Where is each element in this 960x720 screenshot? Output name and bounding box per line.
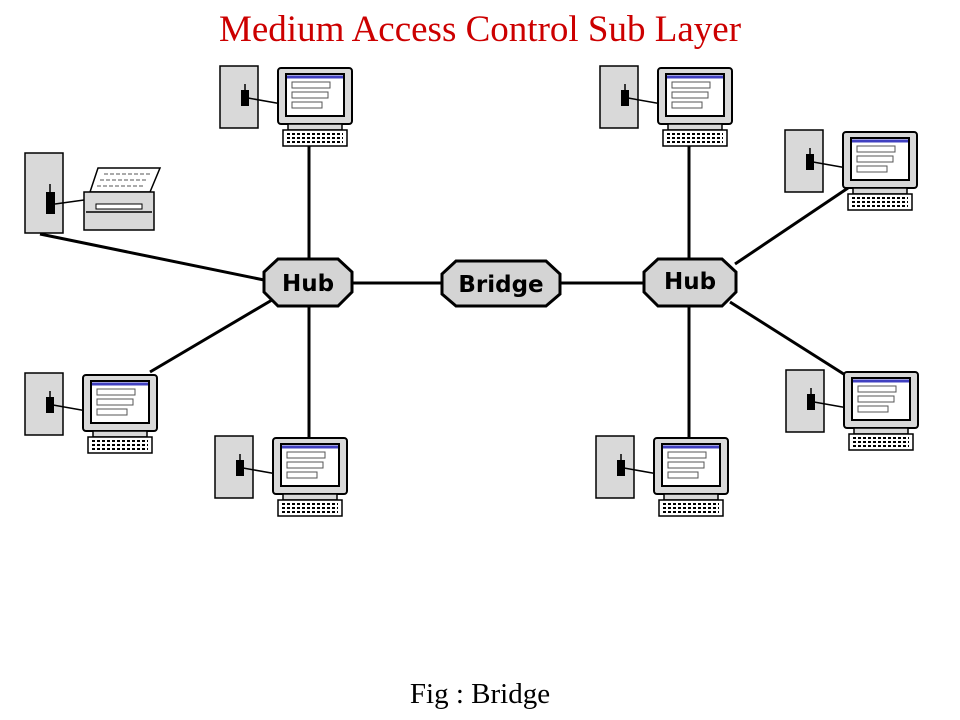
bridge-label: Bridge: [458, 272, 543, 298]
link-hub-right-upper-right: [734, 186, 849, 266]
hub-left-label: Hub: [282, 271, 334, 297]
hub-left-node: Hub: [262, 257, 354, 308]
slide-title: Medium Access Control Sub Layer: [218, 9, 742, 50]
link-hub-right-lower-right: [729, 300, 851, 380]
computer-icon-right-upper: [783, 128, 919, 212]
printer-icon: [24, 152, 162, 234]
hub-right-label: Hub: [664, 269, 716, 295]
connection-lines: [39, 146, 851, 438]
computer-icon-right-lower: [784, 368, 920, 452]
computer-icon-left-bottom: [213, 434, 349, 518]
computer-icon-left-top: [218, 64, 354, 148]
bridge-node: Bridge: [440, 259, 562, 308]
computer-icon-right-top: [598, 64, 734, 148]
hub-right-node: Hub: [642, 257, 738, 308]
computer-icon-right-bottom: [594, 434, 730, 518]
computer-icon-left-lower: [23, 371, 159, 455]
link-hub-left-printer: [39, 232, 265, 282]
figure-caption: Fig : Bridge: [409, 678, 551, 710]
link-hub-left-lower: [149, 298, 273, 374]
